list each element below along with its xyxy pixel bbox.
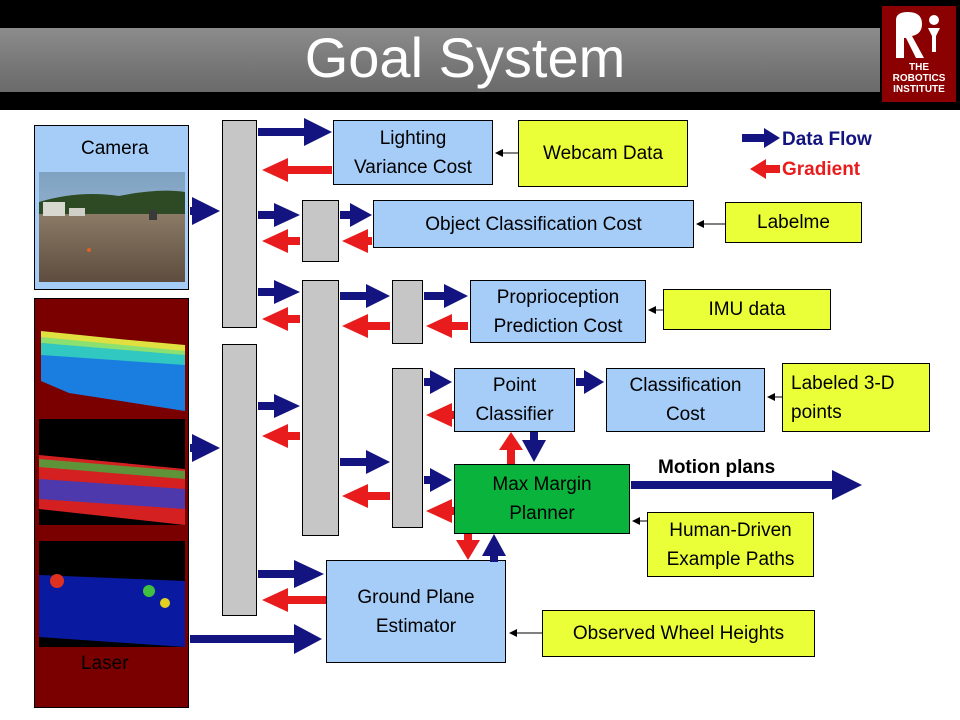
legend-gradient-arrow bbox=[750, 159, 780, 179]
ground-plane-estimator-box: Ground Plane Estimator bbox=[326, 560, 506, 663]
stage-bar-1 bbox=[222, 120, 257, 328]
imu-data-box: IMU data bbox=[663, 289, 831, 330]
robotics-institute-logo: THE ROBOTICS INSTITUTE bbox=[882, 6, 956, 102]
stage-bar-3 bbox=[302, 200, 339, 262]
title-bar: Goal System THE ROBOTICS INSTITUTE bbox=[0, 0, 960, 110]
camera-panel: Camera bbox=[34, 125, 189, 290]
point-classifier-box: Point Classifier bbox=[454, 368, 575, 432]
laser-panel: Laser bbox=[34, 298, 189, 708]
stage-bar-4 bbox=[302, 280, 339, 536]
human-driven-example-paths-box: Human-Driven Example Paths bbox=[647, 512, 814, 577]
legend-data-flow-label: Data Flow bbox=[782, 129, 872, 150]
labeled-3d-points-box: Labeled 3-D points bbox=[782, 363, 930, 432]
observed-wheel-heights-box: Observed Wheel Heights bbox=[542, 610, 815, 657]
camera-image bbox=[39, 172, 185, 282]
legend-data-flow-arrow bbox=[742, 128, 780, 148]
gradient-arrows bbox=[262, 158, 523, 612]
proprioception-prediction-cost-box: Proprioception Prediction Cost bbox=[470, 280, 646, 343]
training-data-arrows bbox=[495, 149, 782, 637]
stage-bar-5 bbox=[392, 280, 423, 344]
legend-gradient-label: Gradient bbox=[782, 159, 861, 180]
laser-image-bottom bbox=[39, 541, 185, 647]
logo-icon bbox=[882, 6, 956, 102]
laser-image-top bbox=[39, 301, 185, 411]
classification-cost-box: Classification Cost bbox=[606, 368, 765, 432]
title-band bbox=[0, 28, 880, 92]
laser-image-middle bbox=[39, 419, 185, 525]
max-margin-planner-box: Max Margin Planner bbox=[454, 464, 630, 534]
camera-label: Camera bbox=[81, 138, 149, 159]
object-classification-cost-box: Object Classification Cost bbox=[373, 200, 694, 248]
motion-plans-label: Motion plans bbox=[658, 457, 776, 478]
stage-bar-2 bbox=[222, 344, 257, 616]
labelme-box: Labelme bbox=[725, 202, 862, 243]
webcam-data-box: Webcam Data bbox=[518, 120, 688, 187]
logo-text: THE ROBOTICS INSTITUTE bbox=[892, 62, 946, 95]
data-flow-arrows bbox=[190, 118, 862, 654]
stage-bar-6 bbox=[392, 368, 423, 528]
laser-label: Laser bbox=[81, 653, 129, 674]
page-title: Goal System bbox=[304, 26, 626, 89]
lighting-variance-cost-box: Lighting Variance Cost bbox=[333, 120, 493, 185]
